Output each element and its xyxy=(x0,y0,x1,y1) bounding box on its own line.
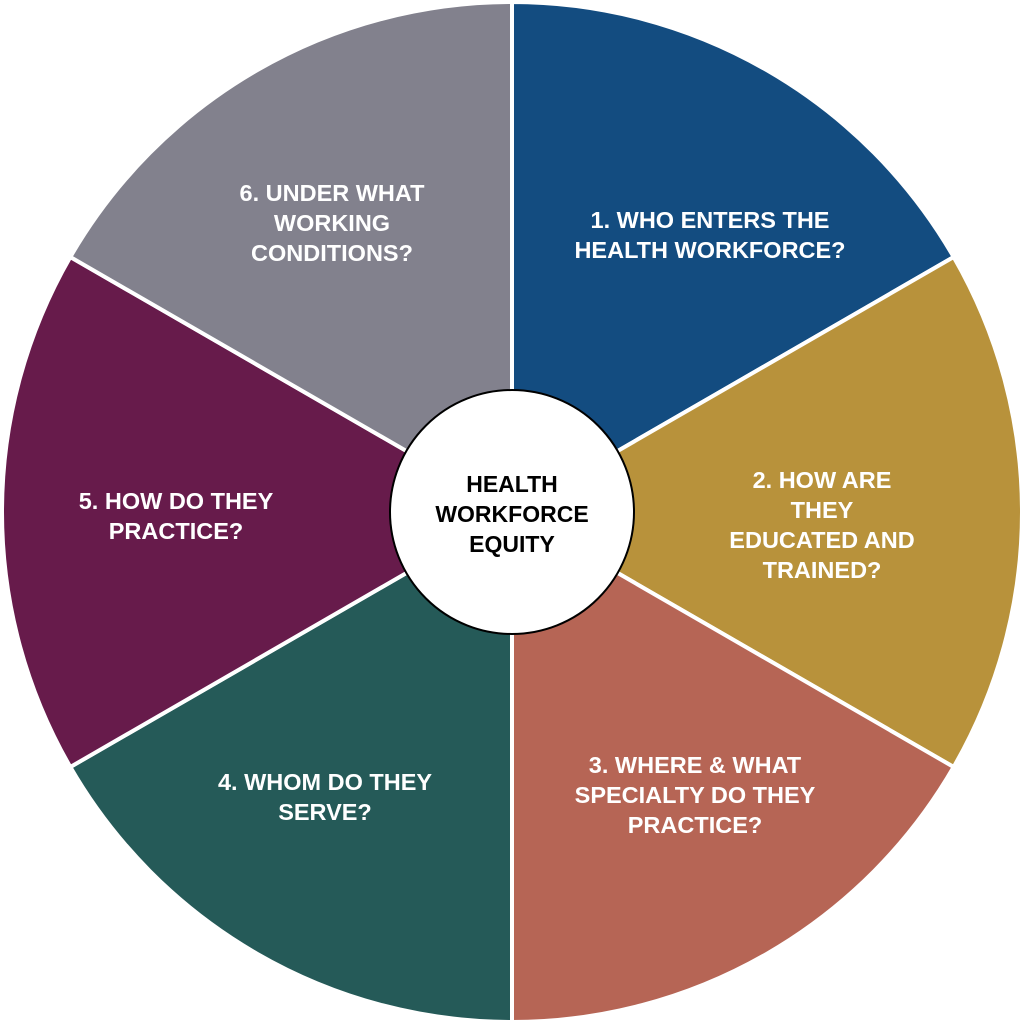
segment-label-working-conditions: 6. UNDER WHAT WORKING CONDITIONS? xyxy=(239,180,425,266)
segment-whom-serve xyxy=(68,510,514,1024)
segment-label-who-enters: 1. WHO ENTERS THE HEALTH WORKFORCE? xyxy=(574,207,846,263)
hub-circle xyxy=(389,389,635,635)
segment-who-enters xyxy=(510,0,956,514)
segment-educated-trained xyxy=(510,255,1024,769)
segment-label-how-practice: 5. HOW DO THEY PRACTICE? xyxy=(78,488,274,544)
segment-label-whom-serve: 4. WHOM DO THEY SERVE? xyxy=(217,769,433,825)
segment-label-educated-trained: 2. HOW ARE THEY EDUCATED AND TRAINED? xyxy=(729,467,915,583)
hub-title: HEALTH WORKFORCE EQUITY xyxy=(435,471,589,557)
segment-how-practice xyxy=(0,255,514,769)
segment-label-where-specialty: 3. WHERE & WHAT SPECIALTY DO THEY PRACTI… xyxy=(574,752,816,838)
segment-where-specialty xyxy=(510,510,956,1024)
segment-working-conditions xyxy=(68,0,514,514)
